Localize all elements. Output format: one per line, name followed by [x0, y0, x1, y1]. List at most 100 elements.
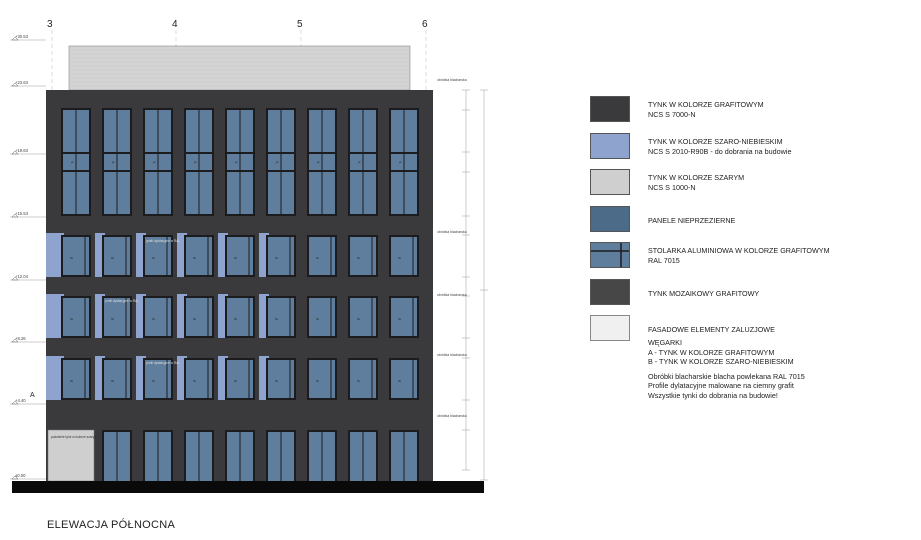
flashing-note-3: obróbka blacharska: [437, 293, 467, 297]
level-label: +23.63: [15, 80, 29, 85]
level-label: ±0.00: [15, 473, 26, 478]
sash-label: pr: [399, 160, 402, 164]
legend-item-aluminium-joinery: STOLARKA ALUMINIOWA W KOLORZE GRAFITOWYM…: [590, 242, 910, 279]
panel-label: fix: [152, 256, 156, 260]
light-jamb-edge: [46, 356, 58, 400]
sash-label: pr: [112, 160, 115, 164]
legend-item-grey-blue-render: TYNK W KOLORZE SZARO-NIEBIESKIM NCS S 20…: [590, 132, 910, 170]
legend-swatch: [590, 96, 630, 122]
flashing-note-2: obróbka blacharska: [437, 230, 467, 234]
flashing-note-4: obróbka blacharska: [437, 353, 467, 357]
light-jamb: [54, 356, 64, 400]
light-jamb: [54, 233, 64, 277]
entrance-arcade: [47, 429, 95, 482]
light-jamb: [177, 294, 187, 338]
entrance-note: podcienie tynk w kolorze szarym: [51, 435, 97, 439]
legend-item-opaque-panels: PANELE NIEPRZEZIERNE: [590, 205, 910, 243]
legend-swatch: [590, 242, 630, 268]
panel-label: fix: [111, 256, 115, 260]
legend-swatch: [590, 205, 630, 232]
light-jamb: [95, 233, 105, 277]
legend-label: STOLARKA ALUMINIOWA W KOLORZE GRAFITOWYM: [648, 246, 830, 255]
light-jamb-edge: [46, 294, 58, 338]
panel-label: fix: [193, 256, 197, 260]
dimension-chain: [462, 89, 488, 481]
light-jamb-edge: [46, 233, 58, 277]
panel-label: fix: [152, 379, 156, 383]
legend-sublabel: NCS S 2010-R90B - do dobrania na budowie: [648, 146, 792, 156]
legend-swatch: [590, 278, 630, 305]
light-jamb: [177, 233, 187, 277]
note-line: B - TYNK W KOLORZE SZARO-NIEBIESKIM: [648, 357, 794, 367]
legend-label: TYNK MOZAIKOWY GRAFITOWY: [648, 288, 760, 298]
light-jamb: [218, 356, 228, 400]
legend-sublabel: NCS S 7000-N: [648, 110, 696, 119]
note-line: Profile dylatacyjne malowane na ciemny g…: [648, 381, 794, 391]
joinery-symbol: [591, 243, 629, 267]
window-note-1: grafit dylatacyjne w RAL: [146, 239, 180, 243]
legend-item-mosaic-render: TYNK MOZAIKOWY GRAFITOWY: [590, 278, 910, 316]
legend-swatch: [590, 169, 630, 195]
legend-label: TYNK W KOLORZE SZARO-NIEBIESKIM: [648, 136, 783, 146]
level-label: +19.63: [15, 148, 29, 153]
panel-label: fix: [70, 379, 74, 383]
legend-label: PANELE NIEPRZEZIERNE: [648, 215, 736, 225]
light-jamb: [136, 233, 146, 277]
legend: TYNK W KOLORZE GRAFITOWYM NCS S 7000-N T…: [590, 96, 910, 352]
note-line: A - TYNK W KOLORZE GRAFITOWYM: [648, 347, 775, 357]
panel-label: fix: [70, 256, 74, 260]
panel-label: fix: [193, 379, 197, 383]
level-marker: [11, 213, 19, 218]
axis-label-5: 5: [297, 19, 303, 30]
note-line: WĘGARKI: [648, 338, 682, 347]
panel-label: fix: [193, 317, 197, 321]
light-jamb: [218, 294, 228, 338]
flashing-note-1: obróbka blacharska: [437, 78, 467, 82]
sash-label: pr: [194, 160, 197, 164]
panel-label: fix: [275, 379, 279, 383]
panel-label: fix: [316, 379, 320, 383]
flashing-note-5: obróbka blacharska: [437, 414, 467, 418]
legend-item-graphite-render: TYNK W KOLORZE GRAFITOWYM NCS S 7000-N: [590, 96, 910, 133]
panel-label: fix: [398, 379, 402, 383]
panel-label: fix: [234, 379, 238, 383]
panel-label: fix: [357, 256, 361, 260]
note-line: Obróbki blacharskie blacha powlekana RAL…: [648, 371, 805, 381]
light-jamb: [177, 356, 187, 400]
sash-label: pr: [317, 160, 320, 164]
panel-label: fix: [111, 379, 115, 383]
level-marks: +30.53+23.63+19.63+15.53+12.04+8.26+4.40…: [10, 34, 46, 480]
level-label: +30.53: [15, 34, 29, 39]
light-jamb: [136, 356, 146, 400]
panel-label: fix: [234, 317, 238, 321]
panel-label: fix: [152, 317, 156, 321]
sash-label: pr: [358, 160, 361, 164]
roof-louvre: [68, 45, 411, 91]
sash-label: pr: [153, 160, 156, 164]
notes: WĘGARKI A - TYNK W KOLORZE GRAFITOWYM B …: [648, 338, 805, 401]
panel-label: fix: [398, 256, 402, 260]
axis-label-6: 6: [422, 19, 428, 30]
panel-label: fix: [275, 256, 279, 260]
axis-label-4: 4: [172, 19, 178, 30]
legend-swatch: [590, 132, 630, 159]
sash-label: pr: [235, 160, 238, 164]
level-label: +4.40: [15, 398, 26, 403]
sash-label: pr: [71, 160, 74, 164]
legend-sublabel: NCS S 1000-N: [648, 183, 696, 192]
legend-sublabel: RAL 7015: [648, 256, 680, 265]
light-jamb: [259, 294, 269, 338]
level-label: +12.04: [15, 274, 29, 279]
light-jamb: [259, 356, 269, 400]
panel-label: fix: [234, 256, 238, 260]
note-line: Wszystkie tynki do dobrania na budowie!: [648, 390, 778, 400]
window-note-3: profil dylatacyjne w RAL: [146, 361, 180, 365]
elevation-title: ELEWACJA PÓŁNOCNA: [47, 519, 176, 531]
axis-label-3: 3: [47, 19, 53, 30]
panel-label: fix: [398, 317, 402, 321]
window-note-2: profil dylatacyjne w RAL: [105, 299, 139, 303]
panel-label: fix: [316, 317, 320, 321]
light-jamb: [54, 294, 64, 338]
